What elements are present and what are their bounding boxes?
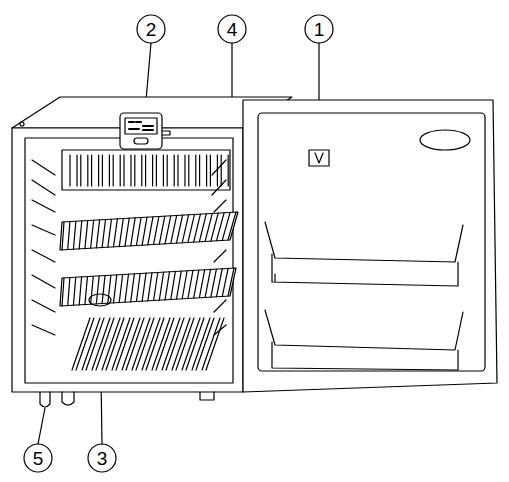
callout-number: 1 xyxy=(314,20,325,39)
callout-number: 3 xyxy=(97,449,108,468)
callout-number: 2 xyxy=(146,20,157,39)
callout-number: 4 xyxy=(227,20,238,39)
callout-number: 5 xyxy=(33,449,44,468)
